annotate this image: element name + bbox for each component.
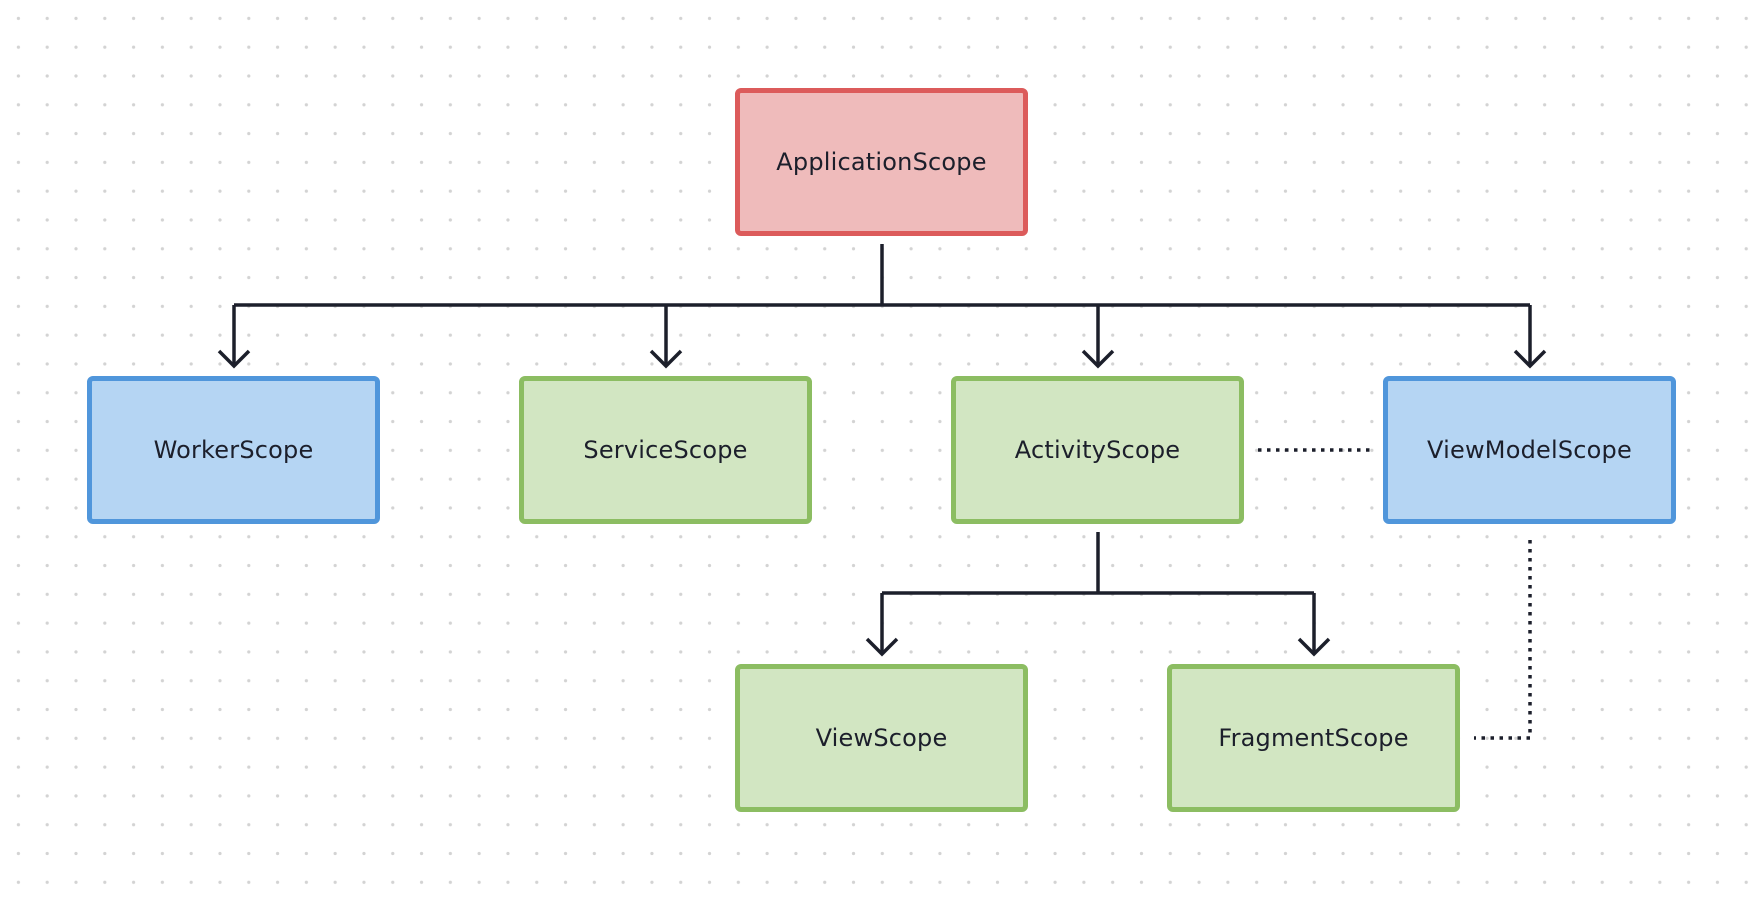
arrowhead-view: [865, 637, 899, 657]
arrowhead-worker: [217, 349, 251, 369]
node-viewmodel-scope[interactable]: ViewModelScope: [1383, 376, 1676, 524]
node-label: ViewModelScope: [1427, 436, 1632, 464]
node-view-scope[interactable]: ViewScope: [735, 664, 1028, 812]
node-fragment-scope[interactable]: FragmentScope: [1167, 664, 1460, 812]
edge-viewmodel-fragment-dotted: [1474, 540, 1532, 740]
node-label: FragmentScope: [1218, 724, 1409, 752]
arrowhead-viewmodel: [1513, 349, 1547, 369]
node-worker-scope[interactable]: WorkerScope: [87, 376, 380, 524]
node-activity-scope[interactable]: ActivityScope: [951, 376, 1244, 524]
node-label: ServiceScope: [583, 436, 748, 464]
node-application-scope[interactable]: ApplicationScope: [735, 88, 1028, 236]
node-label: ApplicationScope: [776, 148, 987, 176]
node-service-scope[interactable]: ServiceScope: [519, 376, 812, 524]
arrowhead-activity: [1081, 349, 1115, 369]
arrowhead-service: [649, 349, 683, 369]
arrowhead-fragment: [1297, 637, 1331, 657]
node-label: WorkerScope: [153, 436, 314, 464]
node-label: ViewScope: [815, 724, 948, 752]
node-label: ActivityScope: [1014, 436, 1181, 464]
